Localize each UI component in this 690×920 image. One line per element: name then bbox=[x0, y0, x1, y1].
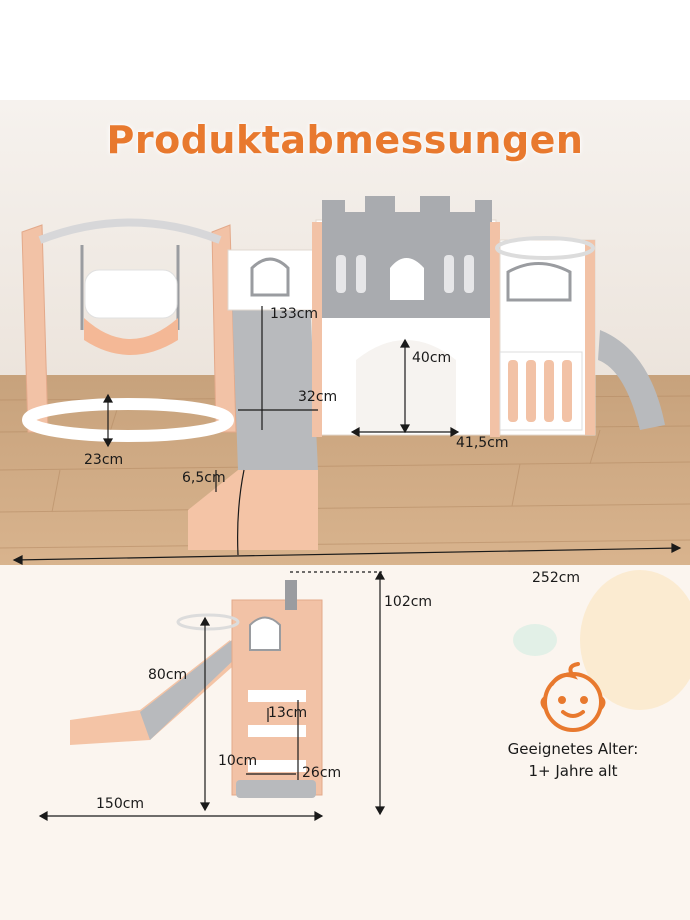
age-recommendation: Geeignetes Alter: 1+ Jahre alt bbox=[498, 738, 648, 782]
dim-label-23: 23cm bbox=[84, 452, 124, 468]
dim-label-6-5: 6,5cm bbox=[182, 470, 226, 486]
slide bbox=[188, 249, 318, 550]
dim-label-10: 10cm bbox=[218, 753, 258, 769]
dim-label-26: 26cm bbox=[302, 765, 342, 781]
dimension-lines bbox=[12, 306, 682, 822]
climbing-section bbox=[495, 236, 665, 436]
bottom-panel bbox=[0, 565, 690, 920]
dim-label-80: 80cm bbox=[148, 667, 188, 683]
dim-label-150: 150cm bbox=[96, 796, 145, 812]
age-line-2: 1+ Jahre alt bbox=[528, 762, 618, 780]
baby-face-icon bbox=[540, 662, 606, 732]
dim-label-252: 252cm bbox=[532, 570, 581, 586]
castle-tower bbox=[312, 196, 500, 437]
dim-label-41-5: 41,5cm bbox=[456, 435, 509, 451]
swing bbox=[21, 218, 237, 442]
age-line-1: Geeignetes Alter: bbox=[507, 740, 639, 758]
dim-label-40: 40cm bbox=[412, 350, 452, 366]
dim-label-102: 102cm bbox=[384, 594, 433, 610]
dim-label-32: 32cm bbox=[298, 389, 338, 405]
playset-side-view bbox=[70, 580, 323, 798]
dim-label-133: 133cm bbox=[270, 306, 319, 322]
dim-label-13: 13cm bbox=[268, 705, 308, 721]
page-title: Produktabmessungen bbox=[106, 118, 584, 162]
